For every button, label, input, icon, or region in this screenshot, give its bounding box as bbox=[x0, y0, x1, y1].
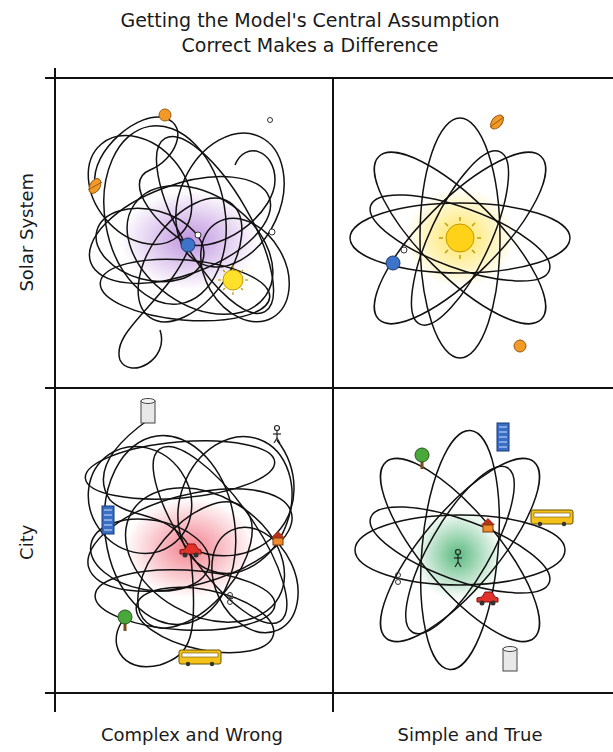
grid bbox=[45, 68, 613, 712]
column-label: Complex and Wrong bbox=[57, 724, 327, 747]
elliptical-orbits bbox=[350, 118, 570, 358]
tangled-orbits bbox=[67, 115, 307, 368]
row-label: City bbox=[16, 402, 39, 682]
city-icons bbox=[102, 399, 573, 672]
simple-paths bbox=[355, 427, 565, 673]
planets bbox=[87, 109, 275, 295]
row-label: Solar System bbox=[16, 92, 39, 372]
planets bbox=[386, 113, 526, 352]
column-label: Simple and True bbox=[335, 724, 605, 747]
tangled-paths bbox=[67, 420, 314, 667]
title: Getting the Model's Central Assumption C… bbox=[110, 8, 510, 57]
